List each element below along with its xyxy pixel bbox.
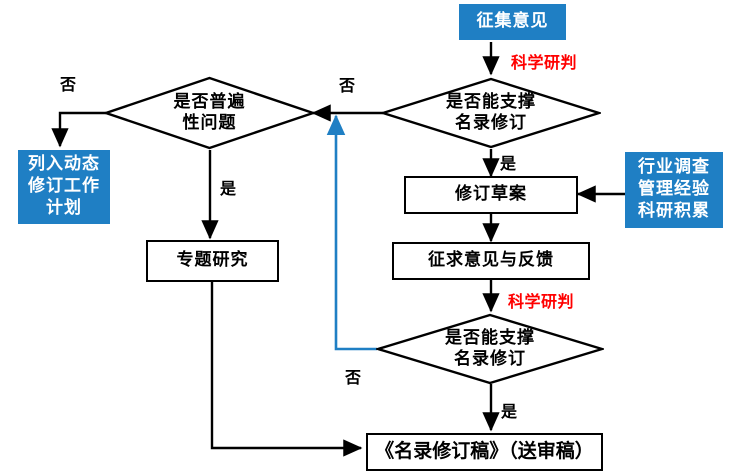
annotation-sci-judgement-top: 科学研判 xyxy=(511,53,578,72)
edge-label-yes-top: 是 xyxy=(500,154,517,173)
node-industry-inputs[interactable]: 行业调查 管理经验 科研积累 xyxy=(625,152,723,228)
node-decision-top[interactable]: 是否能支撑 名录修订 xyxy=(379,77,603,149)
decision-universal-shape xyxy=(102,76,317,150)
node-collect-opinions-label: 征集意见 xyxy=(476,11,549,32)
edge-label-no-top-left: 否 xyxy=(339,76,356,95)
node-decision-bottom[interactable]: 是否能支撑 名录修订 xyxy=(373,313,607,385)
annotation-sci-judgement-bottom: 科学研判 xyxy=(508,292,575,311)
edge-label-no-bottom: 否 xyxy=(345,368,362,387)
node-decision-universal[interactable]: 是否普遍 性问题 xyxy=(102,76,317,150)
node-revision-draft[interactable]: 修订草案 xyxy=(404,176,578,214)
node-solicit-feedback-label: 征求意见与反馈 xyxy=(428,250,554,271)
node-dynamic-plan[interactable]: 列入动态 修订工作 计划 xyxy=(18,150,110,224)
node-collect-opinions[interactable]: 征集意见 xyxy=(459,4,566,40)
edge-decisionbottom-no-feedback-loop xyxy=(326,114,377,351)
edge-label-no-universal: 否 xyxy=(60,75,77,94)
edge-label-yes-universal: 是 xyxy=(220,179,237,198)
decision-top-shape xyxy=(379,77,603,149)
node-solicit-feedback[interactable]: 征求意见与反馈 xyxy=(392,242,590,280)
decision-bottom-shape xyxy=(373,313,607,385)
node-final-output-label: 《名录修订稿》（送审稿） xyxy=(375,440,594,463)
node-final-output[interactable]: 《名录修订稿》（送审稿） xyxy=(366,433,603,471)
node-special-research-label: 专题研究 xyxy=(176,250,249,271)
node-special-research[interactable]: 专题研究 xyxy=(146,240,279,282)
edge-label-yes-bottom: 是 xyxy=(501,402,518,421)
node-revision-draft-label: 修订草案 xyxy=(455,184,527,205)
edge-universal-no-to-plan xyxy=(51,111,106,148)
edge-research-to-final xyxy=(210,282,363,457)
